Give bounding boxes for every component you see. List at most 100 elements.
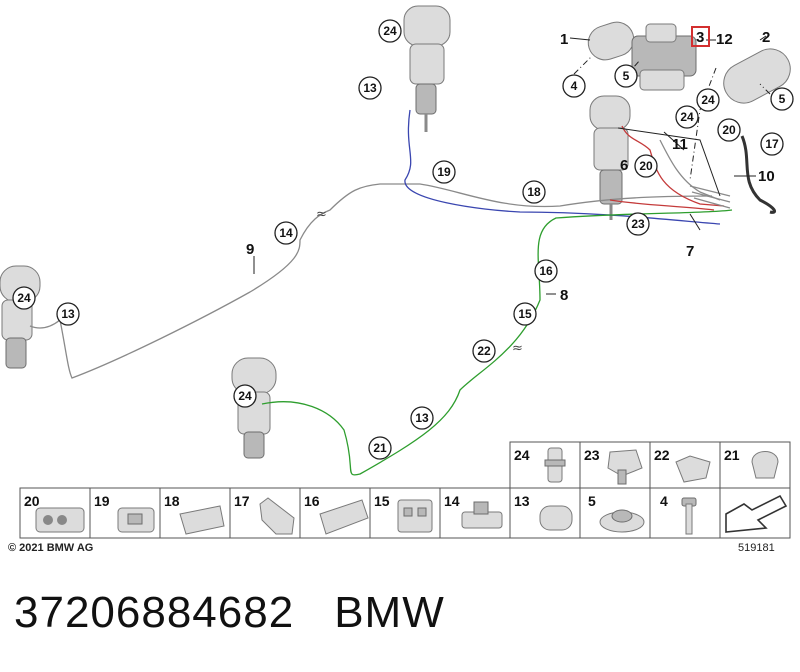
legend-num-18: 18 (164, 493, 180, 509)
callout-20: 20 (717, 118, 741, 142)
callout-24: 24 (696, 88, 720, 112)
label-7: 7 (686, 243, 694, 260)
holder-18-icon (179, 505, 225, 535)
diagram-reference-number: 519181 (738, 542, 775, 554)
legend-num-22: 22 (654, 447, 670, 463)
svg-text:24: 24 (383, 24, 397, 38)
break-mark: ≈ (316, 207, 327, 222)
nut-5-icon (599, 509, 645, 533)
compressor-unit (631, 23, 697, 91)
callout-13: 13 (410, 406, 434, 430)
arrow-icon (725, 494, 788, 533)
svg-text:24: 24 (17, 291, 31, 305)
brand-name: BMW (334, 588, 445, 637)
part-number: 37206884682 (14, 588, 295, 637)
callout-23: 23 (626, 212, 650, 236)
callout-24: 24 (378, 19, 402, 43)
callout-15: 15 (513, 302, 537, 326)
legend-num-20: 20 (24, 493, 40, 509)
svg-text:24: 24 (680, 110, 694, 124)
callout-17: 17 (760, 132, 784, 156)
callout-22: 22 (472, 339, 496, 363)
label-3: 3 (696, 29, 704, 46)
air-spring-right (589, 95, 631, 220)
callout-16: 16 (534, 259, 558, 283)
label-6: 6 (620, 157, 628, 174)
clip-22-icon (675, 455, 711, 483)
legend-num-24: 24 (514, 447, 530, 463)
callout-4: 4 (562, 74, 586, 98)
legend-num-23: 23 (584, 447, 600, 463)
svg-text:17: 17 (765, 137, 779, 151)
svg-text:5: 5 (779, 92, 786, 106)
clip-23-icon (607, 449, 643, 485)
svg-text:21: 21 (373, 441, 387, 455)
legend-row-bottom: 20 19 18 17 16 15 14 13 5 4 (19, 487, 791, 539)
callout-13: 13 (56, 302, 80, 326)
legend-num-4: 4 (660, 493, 668, 509)
svg-text:14: 14 (279, 226, 293, 240)
callout-19: 19 (432, 160, 456, 184)
parts-diagram: 1 3 12 2 11 6 10 7 8 9 24 13 19 18 14 24… (0, 5, 794, 539)
svg-text:24: 24 (238, 389, 252, 403)
fitting-24-icon (544, 447, 566, 483)
svg-text:15: 15 (518, 307, 532, 321)
svg-text:13: 13 (415, 411, 429, 425)
pressure-reservoir-1 (587, 21, 635, 61)
callout-13: 13 (358, 76, 382, 100)
callout-24: 24 (233, 384, 257, 408)
leader-lines (253, 35, 771, 295)
legend-row-top: 24 23 22 21 (509, 441, 791, 489)
air-spring-rear (231, 357, 277, 459)
holder-20-icon (35, 507, 85, 533)
holder-15-icon (397, 499, 433, 533)
svg-text:16: 16 (539, 264, 553, 278)
screw-4-icon (681, 497, 697, 535)
highlight-box-part-3 (691, 26, 710, 47)
legend-num-13: 13 (514, 493, 530, 509)
svg-text:19: 19 (437, 165, 451, 179)
part-footer: 37206884682 BMW (14, 588, 445, 638)
callout-24: 24 (675, 105, 699, 129)
svg-text:22: 22 (477, 344, 491, 358)
callout-24: 24 (12, 286, 36, 310)
label-2: 2 (762, 29, 770, 46)
callout-5: 5 (770, 87, 794, 111)
pressure-reservoir-2 (723, 48, 791, 104)
holder-19-icon (117, 507, 155, 533)
svg-text:4: 4 (571, 79, 578, 93)
callout-5: 5 (614, 64, 638, 88)
svg-text:20: 20 (722, 123, 736, 137)
label-9: 9 (246, 241, 254, 258)
break-mark: ≈ (512, 341, 523, 356)
callout-21: 21 (368, 436, 392, 460)
svg-text:18: 18 (527, 185, 541, 199)
callout-14: 14 (274, 221, 298, 245)
svg-text:23: 23 (631, 217, 645, 231)
callout-20: 20 (634, 154, 658, 178)
legend-num-16: 16 (304, 493, 320, 509)
label-10: 10 (758, 168, 775, 185)
air-lines (29, 109, 777, 476)
svg-text:13: 13 (363, 81, 377, 95)
clip-21-icon (751, 451, 779, 479)
legend-num-5: 5 (588, 493, 596, 509)
legend-num-15: 15 (374, 493, 390, 509)
legend-num-17: 17 (234, 493, 250, 509)
clip-13-icon (539, 505, 573, 531)
holder-17-icon (259, 497, 295, 535)
svg-text:20: 20 (639, 159, 653, 173)
legend-num-19: 19 (94, 493, 110, 509)
holder-16-icon (319, 499, 369, 535)
label-1: 1 (560, 31, 568, 48)
air-spring-left (0, 265, 41, 369)
holder-14-icon (461, 501, 503, 529)
label-12: 12 (716, 31, 733, 48)
legend-num-21: 21 (724, 447, 740, 463)
svg-text:24: 24 (701, 93, 715, 107)
legend-num-14: 14 (444, 493, 460, 509)
callout-18: 18 (522, 180, 546, 204)
label-11: 11 (672, 136, 688, 153)
svg-text:5: 5 (623, 69, 630, 83)
air-spring-front-top (403, 5, 451, 132)
